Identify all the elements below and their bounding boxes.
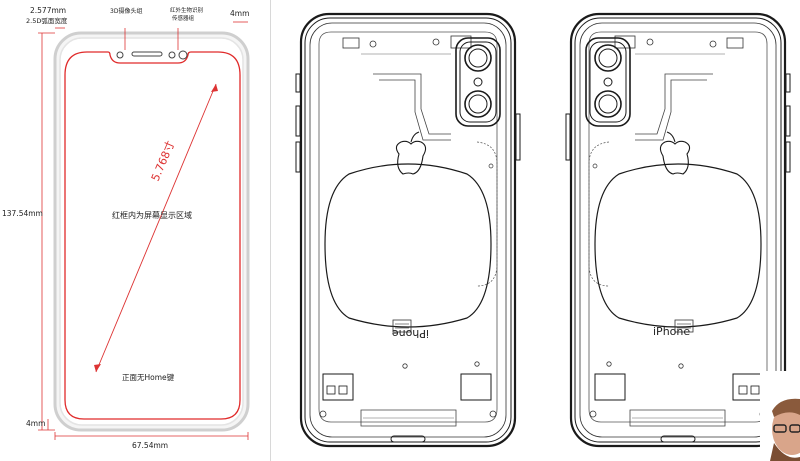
sensor-callout-line2: 传感器组: [172, 14, 195, 22]
diagonal-dim-line: [95, 83, 217, 373]
phone-inner-frame: [59, 37, 244, 426]
corner-dim-label: 2.5D弧面宽度: [26, 16, 68, 25]
back-view-right-label: iPhone: [653, 325, 690, 338]
screen-area-label: 红框内为屏幕显示区域: [112, 210, 192, 220]
back-view-left-label: iPhone: [392, 327, 429, 340]
bottom-dim-label: 4mm: [26, 419, 45, 428]
side-dim-label: 4mm: [230, 9, 249, 18]
back-schematics: iPhone iPhone: [294, 12, 792, 448]
presenter-avatar: [760, 371, 800, 461]
bezel-dim-label: 2.577mm: [30, 6, 66, 15]
back-views-panel: iPhone iPhone: [271, 0, 800, 461]
presenter-face-image: [760, 371, 800, 461]
camera-callout: 3D摄像头组: [110, 7, 142, 15]
back-view-right: [564, 12, 792, 448]
sensor-callout-line1: 红外生物识别: [170, 6, 203, 14]
no-home-label: 正面无Home键: [122, 372, 175, 382]
diagonal-arrow-top-icon: [211, 84, 218, 92]
diagonal-arrow-bottom-icon: [94, 364, 101, 372]
height-dim-label: 137.54mm: [2, 209, 43, 218]
screen-outline: [64, 51, 241, 420]
back-view-left: iPhone: [294, 12, 522, 448]
camera-dot-icon: [116, 51, 124, 59]
front-camera-icon: [178, 50, 188, 60]
sensor-dot-icon: [168, 51, 176, 59]
width-dim-label: 67.54mm: [132, 441, 168, 450]
panel-divider: [270, 0, 271, 461]
front-schematic: 2.577mm 2.5D弧面宽度 3D摄像头组 红外生物识别 传感器组 4mm …: [2, 6, 250, 450]
front-view-panel: 2.577mm 2.5D弧面宽度 3D摄像头组 红外生物识别 传感器组 4mm …: [0, 0, 270, 461]
speaker-slot-icon: [131, 51, 163, 57]
